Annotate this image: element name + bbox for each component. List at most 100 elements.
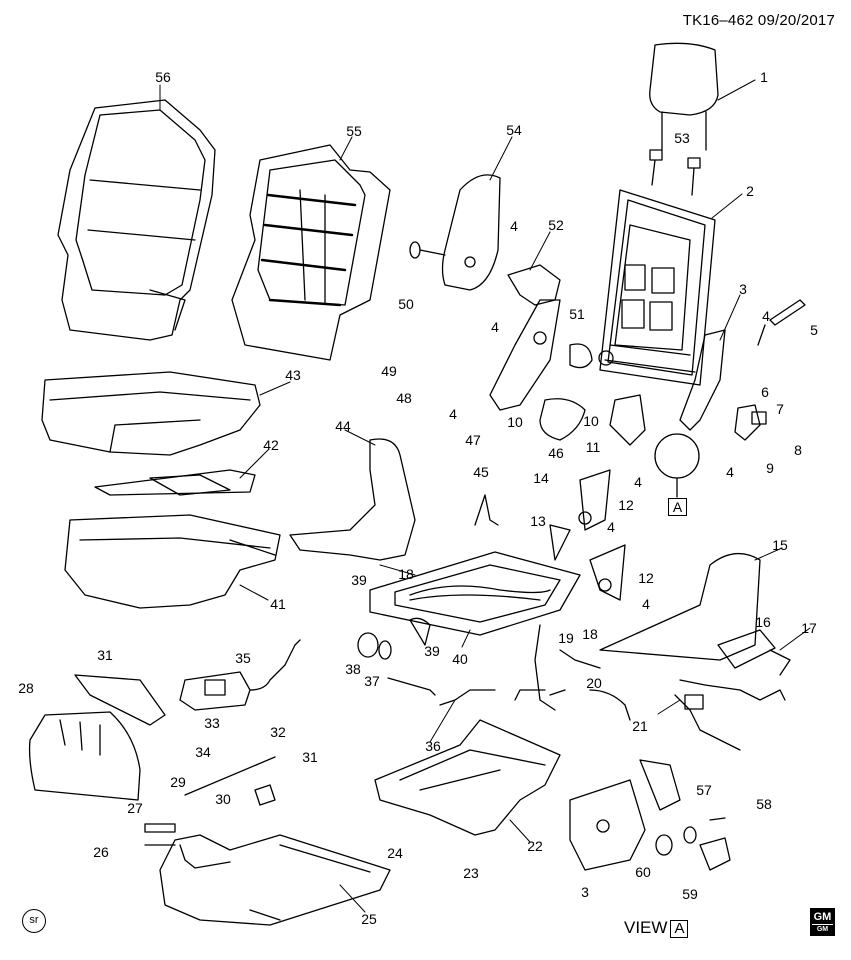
strap xyxy=(757,299,806,346)
part-label: 7 xyxy=(776,401,784,417)
part-label: 36 xyxy=(425,738,441,754)
view-prefix: VIEW xyxy=(624,918,668,937)
part-label: 4 xyxy=(607,519,615,535)
armrest-pad xyxy=(441,174,501,291)
bolts xyxy=(144,823,176,846)
part-label: 52 xyxy=(548,217,564,233)
part-label: 30 xyxy=(215,791,231,807)
seatback-side-frame-right xyxy=(679,329,726,431)
seatback-frame xyxy=(598,189,716,386)
motor-gearbox xyxy=(357,617,436,696)
part-label: 25 xyxy=(361,911,377,927)
lower-tray xyxy=(374,719,561,836)
part-label: 5 xyxy=(810,322,818,338)
track-brackets xyxy=(549,469,626,601)
view-a-callout: A xyxy=(668,498,687,516)
view-a-assembly xyxy=(569,759,731,871)
part-label: 3 xyxy=(739,281,747,297)
part-label: 9 xyxy=(766,460,774,476)
part-label: 8 xyxy=(794,442,802,458)
part-label: 40 xyxy=(452,651,468,667)
part-label: 34 xyxy=(195,744,211,760)
cushion-pad xyxy=(64,514,281,609)
part-label: 4 xyxy=(642,596,650,612)
part-label: 21 xyxy=(632,718,648,734)
part-label: 1 xyxy=(760,69,768,85)
part-label: 22 xyxy=(527,838,543,854)
part-label: 50 xyxy=(398,296,414,312)
seat-motor xyxy=(179,639,301,711)
drive-rod xyxy=(184,756,276,806)
part-label: 4 xyxy=(449,406,457,422)
part-label: 56 xyxy=(155,69,171,85)
part-label: 6 xyxy=(761,384,769,400)
part-label: 31 xyxy=(97,647,113,663)
wiring xyxy=(514,624,631,721)
seatback-side-frame xyxy=(489,264,561,411)
view-letter-box: A xyxy=(670,920,689,938)
sr-mark: sr xyxy=(22,909,46,933)
seatback-cover xyxy=(57,99,216,341)
part-label: 11 xyxy=(585,439,601,455)
part-label: 15 xyxy=(772,537,788,553)
part-label: 59 xyxy=(682,886,698,902)
part-label: 13 xyxy=(530,513,546,529)
part-label: 48 xyxy=(396,390,412,406)
part-label: 42 xyxy=(263,437,279,453)
part-label: 16 xyxy=(755,614,771,630)
part-label: 37 xyxy=(364,673,380,689)
part-label: 44 xyxy=(335,418,351,434)
part-label: 26 xyxy=(93,844,109,860)
part-label: 10 xyxy=(583,413,599,429)
part-label: 57 xyxy=(696,782,712,798)
part-label: 41 xyxy=(270,596,286,612)
part-label: 39 xyxy=(351,572,367,588)
gm-logo-top: GM xyxy=(813,911,832,923)
part-label: 23 xyxy=(463,865,479,881)
part-label: 3 xyxy=(581,884,589,900)
part-label: 33 xyxy=(204,715,220,731)
part-label: 60 xyxy=(635,864,651,880)
part-label: 29 xyxy=(170,774,186,790)
wiring-harness xyxy=(674,679,786,751)
end-cover xyxy=(28,711,141,801)
heater-mat xyxy=(94,469,256,496)
part-label: 47 xyxy=(465,432,481,448)
part-label: 35 xyxy=(235,650,251,666)
part-label: 4 xyxy=(634,474,642,490)
part-label: 53 xyxy=(674,130,690,146)
part-label: 12 xyxy=(638,570,654,586)
cushion-cover xyxy=(41,371,261,456)
part-label: 4 xyxy=(726,464,734,480)
part-label: 43 xyxy=(285,367,301,383)
part-label: 51 xyxy=(569,306,585,322)
part-label: 18 xyxy=(582,626,598,642)
wire-clip xyxy=(474,494,499,526)
drawing-code: TK16–462 09/20/2017 xyxy=(682,12,835,29)
part-label: 58 xyxy=(756,796,772,812)
part-label: 32 xyxy=(270,724,286,740)
seatback-pad xyxy=(231,144,391,361)
part-label: 55 xyxy=(346,123,362,139)
grommet xyxy=(409,241,446,259)
part-label: 20 xyxy=(586,675,602,691)
part-label: 54 xyxy=(506,122,522,138)
part-label: 38 xyxy=(345,661,361,677)
gm-logo-bottom: GM xyxy=(812,924,833,935)
part-label: 4 xyxy=(510,218,518,234)
seat-base-frame xyxy=(159,834,391,926)
part-label: 28 xyxy=(18,680,34,696)
part-label: 4 xyxy=(491,319,499,335)
part-label: 14 xyxy=(533,470,549,486)
part-label: 39 xyxy=(424,643,440,659)
part-label: 27 xyxy=(127,800,143,816)
part-label: 2 xyxy=(746,183,754,199)
part-label: 19 xyxy=(558,630,574,646)
latch-bracket xyxy=(734,404,767,441)
view-a-callout-circle xyxy=(654,433,700,479)
part-label: 17 xyxy=(801,620,817,636)
part-label: 10 xyxy=(507,414,523,430)
